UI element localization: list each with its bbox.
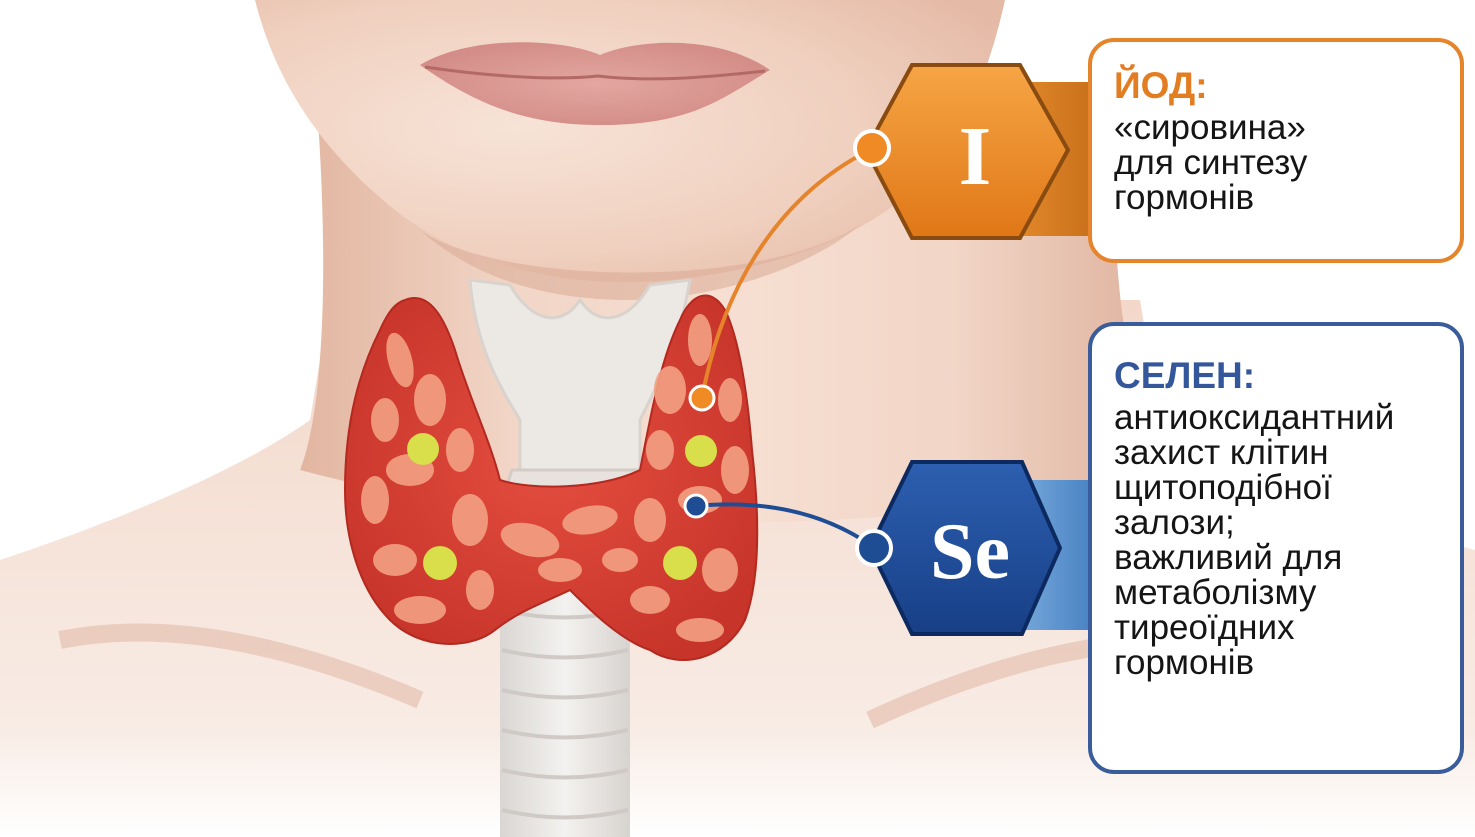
iodine-description: «сировина» для синтезу гормонів bbox=[1114, 110, 1460, 215]
iodine-info-box: ЙОД: «сировина» для синтезу гормонів bbox=[1088, 38, 1464, 263]
iodine-hex-marker bbox=[855, 131, 889, 165]
selenium-description: антиоксидантний захист клітин щитоподібн… bbox=[1114, 400, 1460, 680]
iodine-gland-marker bbox=[690, 386, 714, 410]
selenium-hex-marker bbox=[857, 531, 891, 565]
iodine-symbol: I bbox=[905, 92, 1045, 222]
selenium-symbol: Se bbox=[895, 487, 1045, 617]
selenium-gland-marker bbox=[685, 495, 707, 517]
selenium-title: СЕЛЕН: bbox=[1114, 356, 1460, 396]
selenium-info-box: СЕЛЕН: антиоксидантний захист клітин щит… bbox=[1088, 322, 1464, 774]
iodine-title: ЙОД: bbox=[1114, 66, 1460, 106]
